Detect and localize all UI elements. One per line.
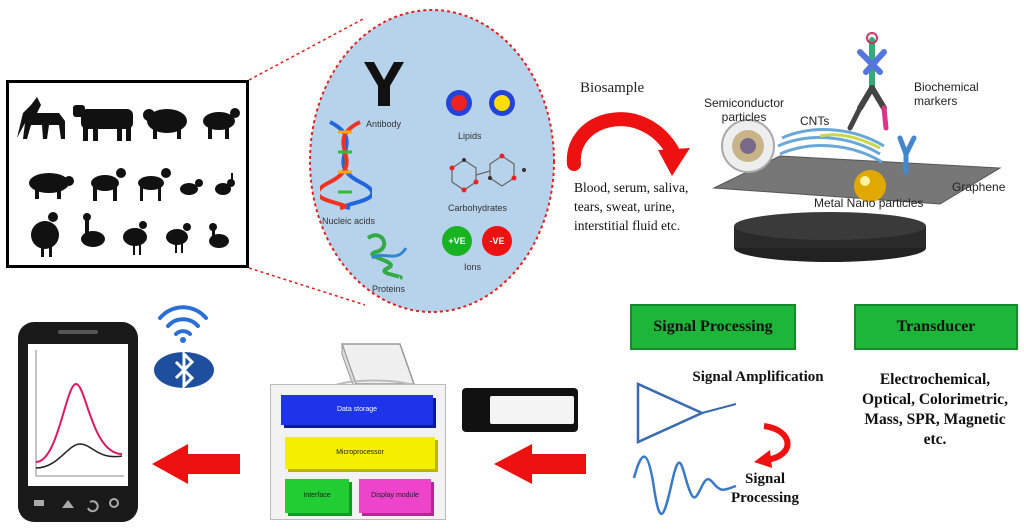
pig-icon <box>29 173 74 199</box>
phone-nav-bar <box>34 498 119 513</box>
chicken-icon <box>123 221 147 255</box>
signal-processing-header: Signal Processing <box>630 304 796 350</box>
damped-wave-icon <box>632 455 737 515</box>
interface-chip: Interface <box>285 479 349 513</box>
biosample-fluids-text: Blood, serum, saliva, tears, sweat, urin… <box>574 180 689 233</box>
graphene-label: Graphene <box>952 180 1006 194</box>
left-arrow-device-to-phone <box>152 444 240 484</box>
smartphone <box>18 322 138 522</box>
goat-icon <box>203 108 240 139</box>
turkey-icon <box>31 212 59 257</box>
cow-icon <box>73 105 133 141</box>
usb-device-icon <box>462 388 578 432</box>
processing-arrow-icon <box>754 423 791 468</box>
phone-speaker <box>58 330 98 334</box>
nanomaterial-sensor-illustration <box>712 32 1002 262</box>
semiconductor-label: Semiconductor particles <box>703 96 785 124</box>
positive-ion-icon: +VE <box>442 226 472 256</box>
antibody-label: Antibody <box>366 119 402 129</box>
cnts-label: CNTs <box>800 114 830 128</box>
antibody-icon <box>364 62 404 106</box>
back-icon <box>87 500 99 513</box>
animal-silhouettes <box>17 97 240 257</box>
dna-icon <box>320 120 372 210</box>
dog-icon <box>91 168 126 201</box>
biosample-title: Biosample <box>580 80 645 96</box>
nucleic-acids-label: Nucleic acids <box>322 216 376 226</box>
home-icon <box>62 500 74 508</box>
rabbit-icon <box>215 173 235 195</box>
transducer-types-text: Electrochemical, Optical, Colorimetric, … <box>862 371 1008 448</box>
ions-label: Ions <box>464 262 482 272</box>
curved-red-arrow <box>566 112 690 176</box>
response-curve-plot <box>35 350 124 477</box>
carbohydrates-label: Carbohydrates <box>448 203 508 213</box>
wireless-icons <box>154 305 214 390</box>
readout-device-panel: Data storage Microprocessor Interface Di… <box>270 384 446 520</box>
horse-icon <box>17 97 65 139</box>
lipids-icon <box>446 90 515 116</box>
duck-icon <box>81 213 105 247</box>
data-storage-chip: Data storage <box>281 395 433 425</box>
duckling-icon <box>209 223 229 248</box>
cat-icon <box>180 179 203 195</box>
signal-processing-text: Signal Processing <box>730 471 800 506</box>
phone-screen <box>28 344 128 486</box>
search-icon <box>109 498 119 508</box>
microprocessor-chip: Microprocessor <box>285 437 435 469</box>
proteins-label: Proteins <box>372 284 406 294</box>
display-module-chip: Display module <box>359 479 431 513</box>
protein-icon <box>366 233 408 280</box>
biochemical-markers-label: Biochemical markers <box>914 80 979 108</box>
sheep-icon <box>143 109 187 139</box>
animal-sources-panel <box>6 80 249 268</box>
left-arrow-transducer-to-device <box>494 444 586 484</box>
hound-icon <box>138 168 171 201</box>
metal-nanoparticles-label: Metal Nano particles <box>814 196 924 210</box>
negative-ion-icon: -VE <box>482 226 512 256</box>
wifi-icon <box>158 305 208 336</box>
transducer-header: Transducer <box>854 304 1018 350</box>
hen-icon <box>166 223 191 253</box>
lipids-label: Lipids <box>458 131 482 141</box>
carbohydrates-icon <box>449 153 526 193</box>
biomolecules-ellipse: Antibody Lipids Nucleic acids Carbohydra… <box>306 6 558 316</box>
bluetooth-icon <box>154 350 214 390</box>
signal-amplification-text: Signal Amplification <box>692 369 824 385</box>
amplifier-icon <box>636 382 737 444</box>
menu-icon <box>34 500 44 506</box>
